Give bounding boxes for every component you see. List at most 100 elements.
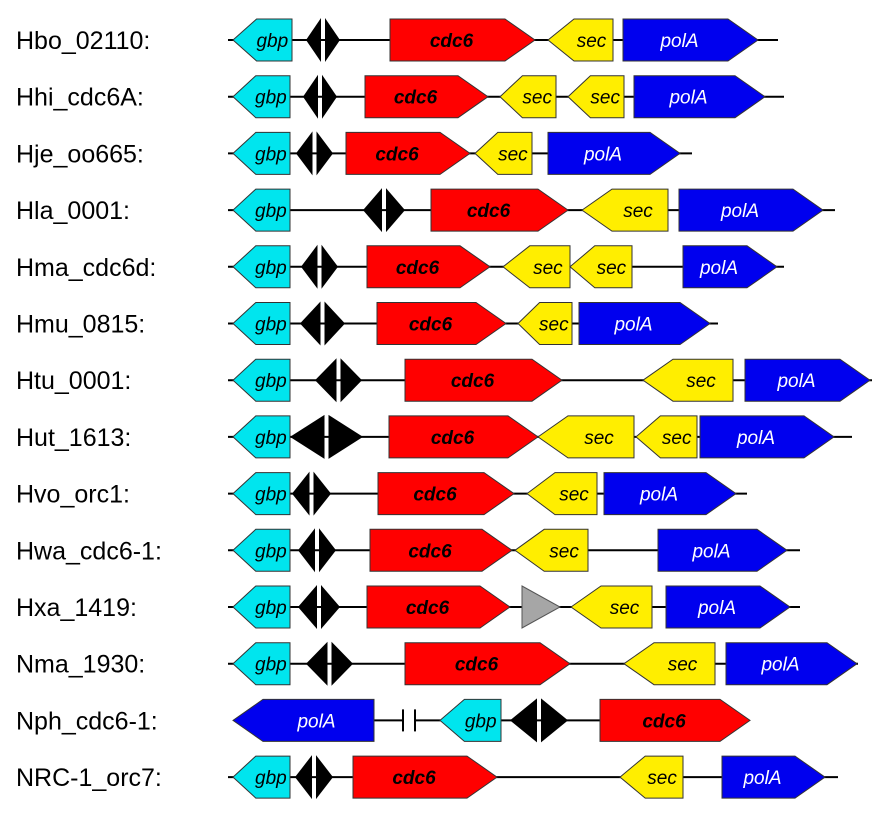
gbp-gene-label: gbp (255, 428, 287, 449)
gbp-gene-label: gbp (255, 144, 287, 165)
gbp-gene-label: gbp (255, 598, 287, 619)
polA-gene-arrow (657, 528, 788, 572)
polA-gene-arrow (603, 472, 737, 516)
cdc6-gene-arrow (404, 358, 563, 402)
polA-gene-label: polA (296, 711, 335, 732)
row-label: Hvo_orc1: (16, 481, 130, 509)
inverted-repeat-left (306, 18, 321, 62)
sec-gene-label: sec (623, 201, 653, 222)
cdc6-gene-arrow (345, 131, 471, 175)
sec-gene-arrow (642, 358, 734, 402)
inverted-repeat-left (290, 414, 325, 459)
cdc6-gene-arrow (366, 245, 491, 289)
sec-gene-label: sec (662, 428, 692, 449)
inverted-repeat-left (296, 131, 313, 176)
gbp-gene-arrow (232, 585, 291, 629)
sec-gene-label: sec (597, 258, 627, 279)
gbp-gene-label: gbp (255, 88, 287, 109)
polA-gene-arrow (744, 358, 871, 402)
sec-gene-arrow (517, 302, 573, 345)
polA-gene-arrow (622, 18, 759, 62)
cdc6-gene-arrow (599, 698, 751, 742)
cdc6-gene-arrow (430, 188, 569, 232)
inverted-repeat-right (322, 74, 337, 119)
inverted-repeat-left (292, 471, 310, 516)
inverted-repeat-right (340, 358, 362, 403)
polA-gene-arrow (682, 245, 778, 289)
polA-gene-arrow (678, 188, 824, 232)
cdc6-gene-arrow (352, 755, 498, 799)
sec-gene-label: sec (549, 541, 579, 562)
sec-gene-arrow (635, 415, 698, 459)
gbp-gene-arrow (232, 18, 293, 62)
inverted-repeat-right (321, 585, 340, 629)
gbp-gene-arrow (232, 75, 291, 119)
cdc6-gene-arrow (377, 472, 515, 516)
sec-gene-label: sec (686, 371, 716, 392)
row-label: Nma_1930: (16, 651, 145, 679)
unknown-orf-arrow (521, 585, 562, 629)
inverted-repeat-left (300, 301, 321, 346)
row-label: Hut_1613: (16, 424, 131, 452)
cdc6-gene-label: cdc6 (375, 144, 419, 165)
sec-gene-label: sec (610, 598, 640, 619)
sec-gene-label: sec (590, 88, 620, 109)
polA-gene-arrow (721, 755, 826, 799)
gbp-gene-label: gbp (255, 768, 287, 789)
sec-gene-label: sec (668, 655, 698, 676)
cdc6-gene-label: cdc6 (430, 31, 474, 52)
sec-gene-label: sec (577, 31, 607, 52)
row-label: Hmu_0815: (16, 311, 145, 339)
sec-gene-label: sec (498, 144, 528, 165)
polA-gene-label: polA (583, 144, 622, 165)
polA-gene-label: polA (659, 31, 698, 52)
sec-gene-label: sec (584, 428, 614, 449)
polA-gene-label: polA (736, 428, 775, 449)
sec-gene-arrow (569, 245, 633, 289)
gbp-gene-arrow (439, 698, 502, 742)
gbp-gene-label: gbp (255, 655, 287, 676)
row-label: Hwa_cdc6-1: (16, 537, 162, 565)
polA-gene-label: polA (691, 541, 730, 562)
sec-gene-arrow (581, 188, 669, 232)
row-label: Nph_cdc6-1: (16, 707, 158, 735)
polA-gene-arrow (633, 75, 766, 119)
cdc6-gene-label: cdc6 (408, 541, 452, 562)
gbp-gene-label: gbp (255, 485, 287, 506)
cdc6-gene-label: cdc6 (392, 768, 436, 789)
row-label: Hla_0001: (16, 197, 130, 225)
polA-gene-arrow (547, 131, 681, 175)
inverted-repeat-right (313, 471, 331, 516)
sec-gene-arrow (526, 472, 598, 516)
sec-gene-arrow (537, 415, 635, 459)
polA-gene-label: polA (639, 485, 678, 506)
inverted-repeat-left (298, 528, 315, 573)
gbp-gene-arrow (232, 302, 291, 345)
sec-gene-arrow (547, 18, 614, 62)
cdc6-gene-arrow (388, 415, 539, 459)
sec-gene-arrow (570, 585, 653, 629)
gbp-gene-arrow (232, 358, 291, 402)
cdc6-gene-label: cdc6 (406, 598, 450, 619)
sec-gene-label: sec (559, 485, 589, 506)
sec-gene-arrow (499, 75, 557, 119)
inverted-repeat-right (319, 528, 336, 573)
sec-gene-label: sec (539, 315, 569, 336)
inverted-repeat-left (301, 244, 318, 289)
cdc6-gene-label: cdc6 (396, 258, 440, 279)
cdc6-gene-arrow (376, 302, 507, 345)
gbp-gene-arrow (232, 188, 291, 232)
sequence-break-gap (404, 717, 414, 724)
inverted-repeat-left (303, 74, 318, 119)
polA-gene-label: polA (760, 655, 799, 676)
inverted-repeat-left (315, 358, 337, 403)
row-label: Hxa_1419: (16, 594, 137, 622)
cdc6-gene-label: cdc6 (451, 371, 495, 392)
sec-gene-label: sec (522, 88, 552, 109)
